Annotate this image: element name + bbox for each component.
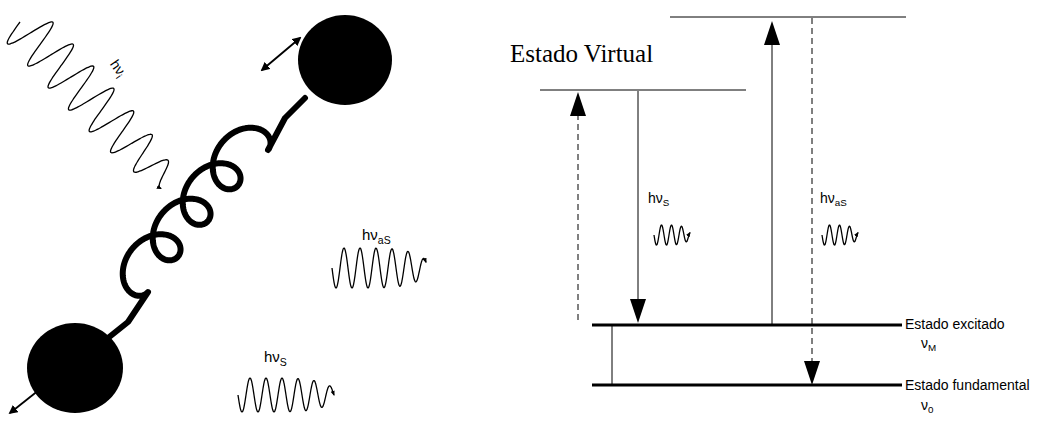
photon-wave <box>7 22 168 189</box>
state-label: Estado fundamental <box>905 377 1030 393</box>
state-label: Estado Virtual <box>510 40 653 69</box>
transition-line <box>578 114 579 320</box>
photon-wave <box>822 225 858 245</box>
photon-label: hνS <box>264 348 287 365</box>
energy-levels <box>540 17 906 385</box>
atom <box>298 15 392 105</box>
spring-bond <box>108 98 305 338</box>
arrow-head <box>764 21 780 45</box>
excited-level <box>592 324 902 327</box>
arrow-head <box>630 299 646 323</box>
photon-label: hνi <box>107 56 130 79</box>
arrow-head <box>804 361 820 385</box>
vibration-arrow <box>262 38 300 70</box>
transition-line <box>772 44 773 325</box>
photon-wave <box>238 378 334 412</box>
photon-label: hνS <box>648 190 669 206</box>
molecule <box>10 15 392 413</box>
arrow-head <box>570 92 586 116</box>
transition-line <box>812 18 813 366</box>
photon-waves <box>7 22 858 412</box>
photon-wave <box>332 248 426 288</box>
level-symbol: νM <box>921 335 936 351</box>
virtual-level <box>670 17 906 18</box>
transition-line <box>638 91 639 302</box>
virtual-level <box>540 90 746 91</box>
photon-label: hνaS <box>820 190 847 206</box>
state-label: Estado excitado <box>905 316 1005 332</box>
ground-level <box>592 384 902 387</box>
transition-line <box>612 326 613 385</box>
photon-label: hνaS <box>362 226 391 243</box>
photon-wave <box>654 225 690 245</box>
vibration-arrow <box>10 386 44 413</box>
level-symbol: ν0 <box>921 397 933 413</box>
